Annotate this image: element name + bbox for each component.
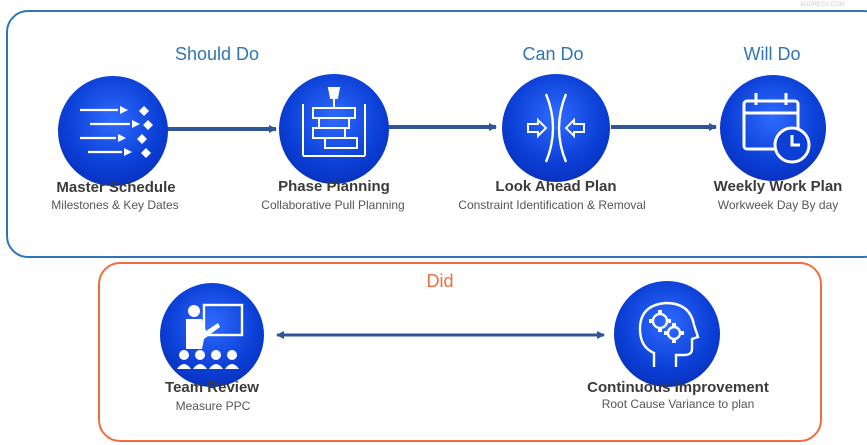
- look-ahead-plan-title: Look Ahead Plan: [495, 178, 617, 195]
- phase-should-do: Should Do: [174, 44, 260, 64]
- look-ahead-plan-node: [502, 74, 610, 182]
- master-schedule-title: Master Schedule: [56, 179, 176, 196]
- continuous-improvement-title: Continuous Improvement: [587, 379, 769, 396]
- phase-planning-title: Phase Planning: [278, 178, 390, 195]
- constraint-icon: [527, 93, 585, 163]
- phase-did: Did: [426, 271, 454, 291]
- calendar-clock-icon: [742, 93, 811, 164]
- phase-can-do: Can Do: [522, 44, 584, 64]
- look-ahead-plan-subtitle: Constraint Identification & Removal: [458, 198, 646, 212]
- weekly-work-plan-title: Weekly Work Plan: [713, 178, 843, 195]
- weekly-work-plan-subtitle: Workweek Day By day: [717, 198, 839, 212]
- plan-frame: [6, 10, 867, 258]
- master-schedule-node: [58, 76, 168, 186]
- pull-planning-icon: [302, 87, 366, 157]
- milestones-icon: [80, 106, 153, 158]
- head-gears-icon: [638, 301, 700, 367]
- presentation-icon: [177, 303, 244, 369]
- team-review-node: [160, 283, 264, 387]
- continuous-improvement-node: [614, 281, 720, 387]
- phase-planning-node: [279, 74, 389, 184]
- team-review-subtitle: Measure PPC: [175, 399, 251, 413]
- continuous-improvement-subtitle: Root Cause Variance to plan: [601, 397, 755, 411]
- phase-planning-subtitle: Collaborative Pull Planning: [261, 198, 405, 212]
- review-frame: [98, 262, 822, 442]
- watermark-text: ADDRESS.COM: [800, 2, 845, 8]
- phase-will-do: Will Do: [743, 44, 801, 64]
- weekly-work-plan-node: [720, 75, 826, 181]
- master-schedule-subtitle: Milestones & Key Dates: [51, 198, 179, 212]
- team-review-title: Team Review: [165, 379, 259, 396]
